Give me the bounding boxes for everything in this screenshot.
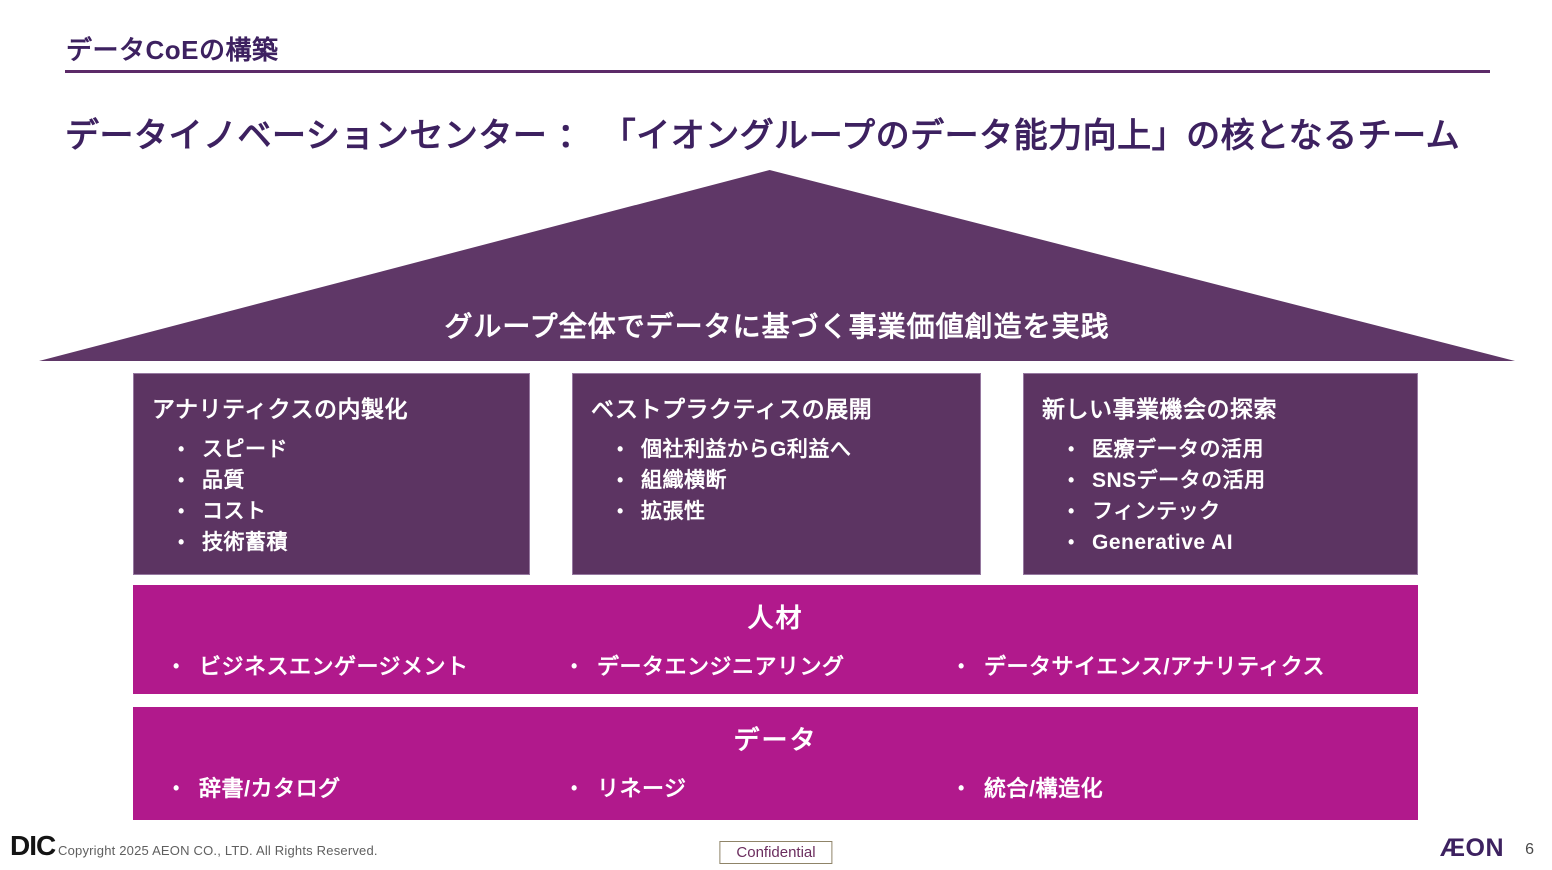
pillar-item: 品質 [178,465,511,496]
pillar-analytics-internalization: アナリティクスの内製化 スピード 品質 コスト 技術蓄積 [133,373,530,575]
pillar-item-list: スピード 品質 コスト 技術蓄積 [152,434,511,558]
pillar-item: 組織横断 [617,465,962,496]
pillar-item: コスト [178,496,511,527]
roof-banner: グループ全体でデータに基づく事業価値創造を実践 [39,170,1515,361]
band-item: ビジネスエンゲージメント [173,649,571,681]
pillar-item: 技術蓄積 [178,527,511,558]
pillar-item: Generative AI [1068,527,1399,558]
pillar-row: アナリティクスの内製化 スピード 品質 コスト 技術蓄積 ベストプラクティスの展… [133,373,1418,575]
band-item: リネージ [571,771,958,803]
band-item-row: 辞書/カタログ リネージ 統合/構造化 [133,757,1418,803]
dic-logo: DIC [10,830,56,861]
band-item: データサイエンス/アナリティクス [958,649,1418,681]
section-heading: データCoEの構築 [66,35,279,65]
slide-title: データイノベーションセンター ： 「イオングループのデータ能力向上」の核となるチ… [65,117,1461,155]
pillar-title: ベストプラクティスの展開 [591,396,873,422]
band-item: 統合/構造化 [958,771,1418,803]
roof-label: グループ全体でデータに基づく事業価値創造を実践 [444,311,1110,342]
band-item: 辞書/カタログ [173,771,571,803]
pillar-new-business: 新しい事業機会の探索 医療データの活用 SNSデータの活用 フィンテック Gen… [1023,373,1418,575]
pillar-title: アナリティクスの内製化 [152,396,408,422]
pillar-item: SNSデータの活用 [1068,465,1399,496]
copyright-text: Copyright 2025 AEON CO., LTD. All Rights… [58,843,378,858]
pillar-item: 個社利益からG利益へ [617,434,962,465]
pillar-item: 医療データの活用 [1068,434,1399,465]
pillar-item-list: 個社利益からG利益へ 組織横断 拡張性 [591,434,962,527]
band-talent: 人材 ビジネスエンゲージメント データエンジニアリング データサイエンス/アナリ… [133,585,1418,694]
band-data: データ 辞書/カタログ リネージ 統合/構造化 [133,707,1418,820]
confidential-badge: Confidential [719,841,833,864]
pillar-item-list: 医療データの活用 SNSデータの活用 フィンテック Generative AI [1042,434,1399,558]
pillar-item: 拡張性 [617,496,962,527]
heading-rule [65,70,1490,73]
band-item-row: ビジネスエンゲージメント データエンジニアリング データサイエンス/アナリティク… [133,635,1418,681]
pillar-title: 新しい事業機会の探索 [1042,396,1277,422]
pillar-item: スピード [178,434,511,465]
band-title: データ [733,725,818,755]
band-title: 人材 [747,603,804,633]
page-number: 6 [1525,841,1534,858]
aeon-logo: ÆON [1440,834,1504,862]
pillar-best-practices: ベストプラクティスの展開 個社利益からG利益へ 組織横断 拡張性 [572,373,981,575]
band-item: データエンジニアリング [571,649,958,681]
pillar-item: フィンテック [1068,496,1399,527]
